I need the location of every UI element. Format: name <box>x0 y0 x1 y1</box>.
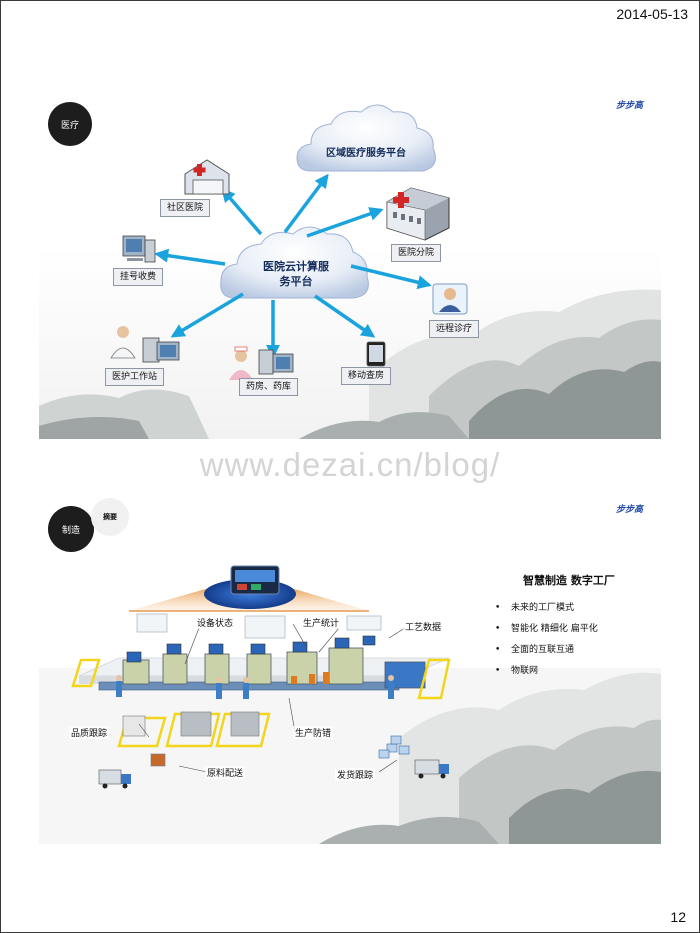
node-nurse-station: 医护工作站 <box>105 368 165 386</box>
slide-manufacturing: 制造 摘要 步步高 设备状态 生产统计 工艺数据 品质跟踪 生产防错 原料配送 … <box>39 488 661 844</box>
hospital-cloud-label: 医院云计算服 务平台 <box>235 259 357 289</box>
robot-arms <box>291 672 329 684</box>
arrow-to-remote <box>350 264 432 290</box>
node-branch-hospital: 医院分院 <box>391 244 442 262</box>
label-equipment-status: 设备状态 <box>195 616 236 629</box>
mountain-near-2 <box>509 770 661 844</box>
mountain-low <box>299 412 469 439</box>
node-community-hospital: 社区医院 <box>160 199 211 217</box>
summary-tag: 摘要 <box>91 498 129 536</box>
node-mobile-rounds: 移动查房 <box>341 367 392 385</box>
doctor-icon <box>110 326 136 359</box>
mountain-low-2 <box>319 816 499 844</box>
slide-medical: 医疗 步步高 区域医疗服务平台 医院云计算服 务平台 社区医院 医院分院 挂号收… <box>39 76 661 439</box>
branch-hospital-icon <box>386 187 450 241</box>
arrow-to-mobile <box>314 294 376 338</box>
bullet-item: 全面的互联互通 <box>495 642 598 655</box>
pharmacy-computer-icon <box>258 349 294 375</box>
hill-left-near <box>39 417 149 439</box>
bullet-item: 智能化 精细化 扁平化 <box>495 621 598 634</box>
arrow-to-registration <box>154 248 226 266</box>
hospital-cloud-label-line2: 务平台 <box>279 275 313 288</box>
page-number: 12 <box>670 909 686 925</box>
arrow-to-nurse <box>170 292 244 338</box>
mountain-near <box>469 361 661 439</box>
machines <box>122 647 426 689</box>
registration-computer-icon <box>122 235 156 263</box>
nurse-icon <box>229 346 253 380</box>
bullet-item: 未来的工厂模式 <box>495 600 598 613</box>
brand-logo: 步步高 <box>615 101 643 111</box>
shipping-boxes <box>378 735 410 759</box>
tablet-icon <box>366 341 386 367</box>
label-shipping-tracking: 发货跟踪 <box>335 768 376 781</box>
delivery-truck-right-icon <box>414 759 449 779</box>
label-error-prevention: 生产防错 <box>293 726 334 739</box>
arrow-to-regional <box>283 173 329 234</box>
slide1-graphics <box>39 104 661 439</box>
label-production-stats: 生产统计 <box>301 616 342 629</box>
arrow-to-community <box>221 187 263 236</box>
section-badge-medical: 医疗 <box>48 102 92 146</box>
delivery-truck-left-icon <box>98 769 131 789</box>
bullet-item: 物联网 <box>495 663 598 676</box>
arrow-to-branch <box>306 207 384 238</box>
connection-arrows <box>154 173 432 359</box>
callout-lines <box>138 623 406 773</box>
community-hospital-icon <box>184 159 230 195</box>
node-registration: 挂号收费 <box>113 268 164 286</box>
slide2-title: 智慧制造 数字工厂 <box>523 574 615 587</box>
material-racks <box>122 711 260 767</box>
workstation-computer-icon <box>142 337 180 363</box>
remote-diagnosis-icon <box>432 283 468 315</box>
dashboard-panels <box>136 613 382 639</box>
slide2-bullets: 未来的工厂模式 智能化 精细化 扁平化 全面的互联互通 物联网 <box>495 600 598 684</box>
slide2-graphics <box>39 565 661 844</box>
section-badge-manufacturing: 制造 <box>48 506 94 552</box>
workers <box>116 675 394 699</box>
regional-platform-label: 区域医疗服务平台 <box>326 148 406 159</box>
node-remote-diagnosis: 远程诊疗 <box>429 320 480 338</box>
brand-logo-2: 步步高 <box>615 505 643 515</box>
watermark: www.dezai.cn/blog/ <box>199 446 501 483</box>
node-pharmacy: 药房、药库 <box>239 378 299 396</box>
regional-platform-cloud <box>296 104 436 172</box>
monitor-screens <box>126 635 376 663</box>
label-material-delivery: 原料配送 <box>205 766 246 779</box>
label-process-data: 工艺数据 <box>403 620 444 633</box>
hospital-cloud-label-line1: 医院云计算服 <box>263 260 329 273</box>
page-date: 2014-05-13 <box>616 6 688 22</box>
label-quality-trace: 品质跟踪 <box>69 726 110 739</box>
